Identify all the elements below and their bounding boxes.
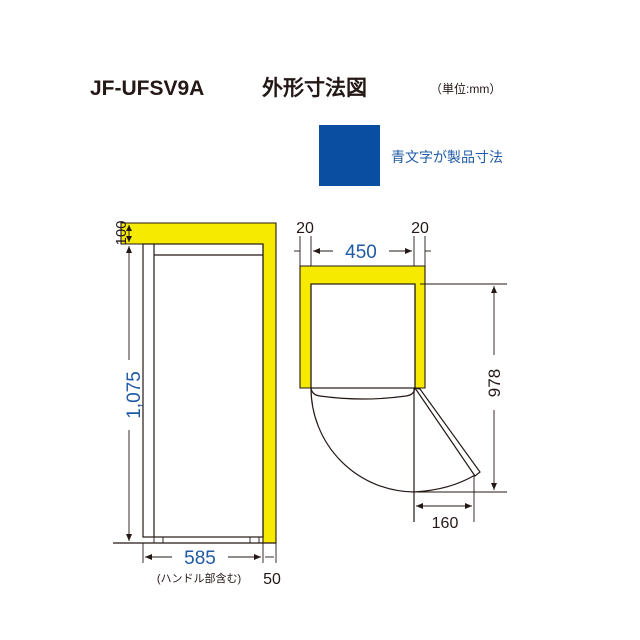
diagram-title: 外形寸法図 xyxy=(262,76,367,100)
back-clearance-label: 50 xyxy=(263,571,281,588)
door-swing-label: 160 xyxy=(432,515,459,532)
foot xyxy=(249,536,260,544)
depth-note: (ハンドル部含む) xyxy=(157,571,241,585)
door-swing-arc xyxy=(310,387,415,493)
top-clearance-label: 100 xyxy=(113,220,130,245)
depth-label: 585 xyxy=(184,548,216,569)
top-view: 20 20 450 978 160 xyxy=(294,220,507,532)
door-open-depth-label: 978 xyxy=(485,369,504,397)
side-view: 100 1,075 585 (ハンドル部含む) 50 xyxy=(113,220,281,588)
unit-label: （単位:mm） xyxy=(430,81,501,96)
model-title: JF-UFSV9A xyxy=(90,77,204,100)
closed-door xyxy=(310,387,416,400)
door-swing-arc-end xyxy=(413,474,476,493)
left-clearance-label: 20 xyxy=(296,220,314,237)
right-clearance-label: 20 xyxy=(411,220,429,237)
height-label: 1,075 xyxy=(124,371,145,419)
open-door xyxy=(413,387,481,477)
fridge-top-body xyxy=(310,283,416,389)
legend-swatch xyxy=(319,125,380,186)
legend-text: 青文字が製品寸法 xyxy=(391,149,503,165)
fridge-side-body xyxy=(142,243,264,538)
foot xyxy=(153,536,164,544)
width-label: 450 xyxy=(345,242,377,263)
